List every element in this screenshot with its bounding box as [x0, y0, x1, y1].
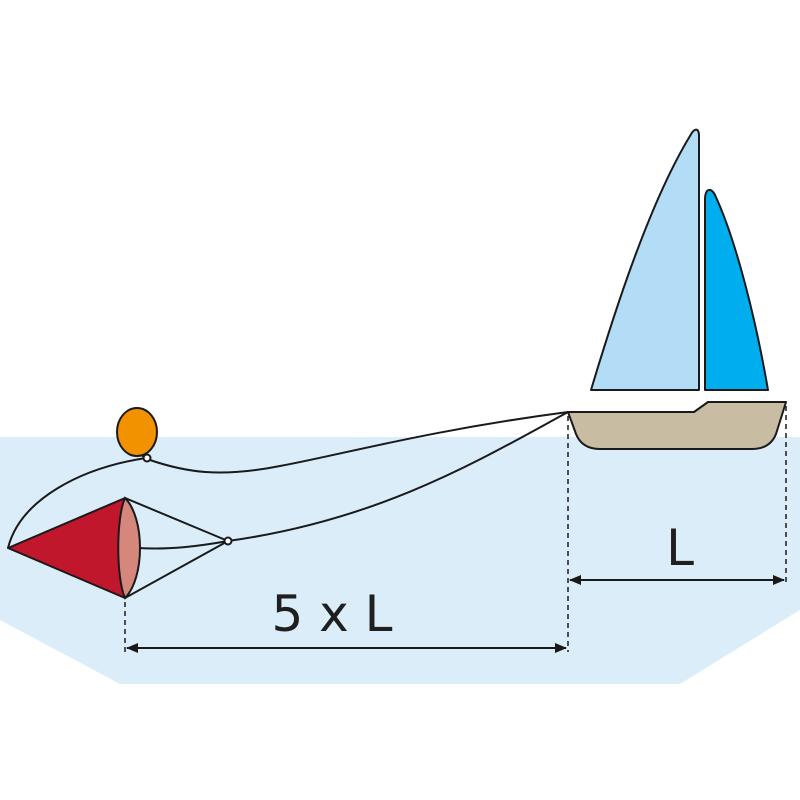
ropes [7, 411, 569, 599]
buoy-ring [142, 453, 152, 463]
sailboat [567, 128, 787, 450]
hull [567, 401, 787, 450]
swivel-ring [223, 536, 233, 546]
trip-line [149, 411, 569, 474]
jib-sail [704, 188, 769, 391]
rode-line [227, 411, 569, 542]
anchor-distance-label: 5 x L [271, 585, 392, 643]
boat-length-label: L [666, 519, 694, 577]
extension-lines [124, 406, 787, 652]
float-buoy [116, 407, 158, 457]
float-to-drogue-line [7, 457, 147, 549]
bridle-bottom [124, 540, 229, 599]
bridle-middle [137, 540, 229, 550]
drogue [7, 496, 141, 600]
bridle-top [124, 497, 229, 542]
mainsail [590, 128, 700, 391]
drogue-rim [117, 496, 141, 600]
water-area [0, 437, 800, 684]
